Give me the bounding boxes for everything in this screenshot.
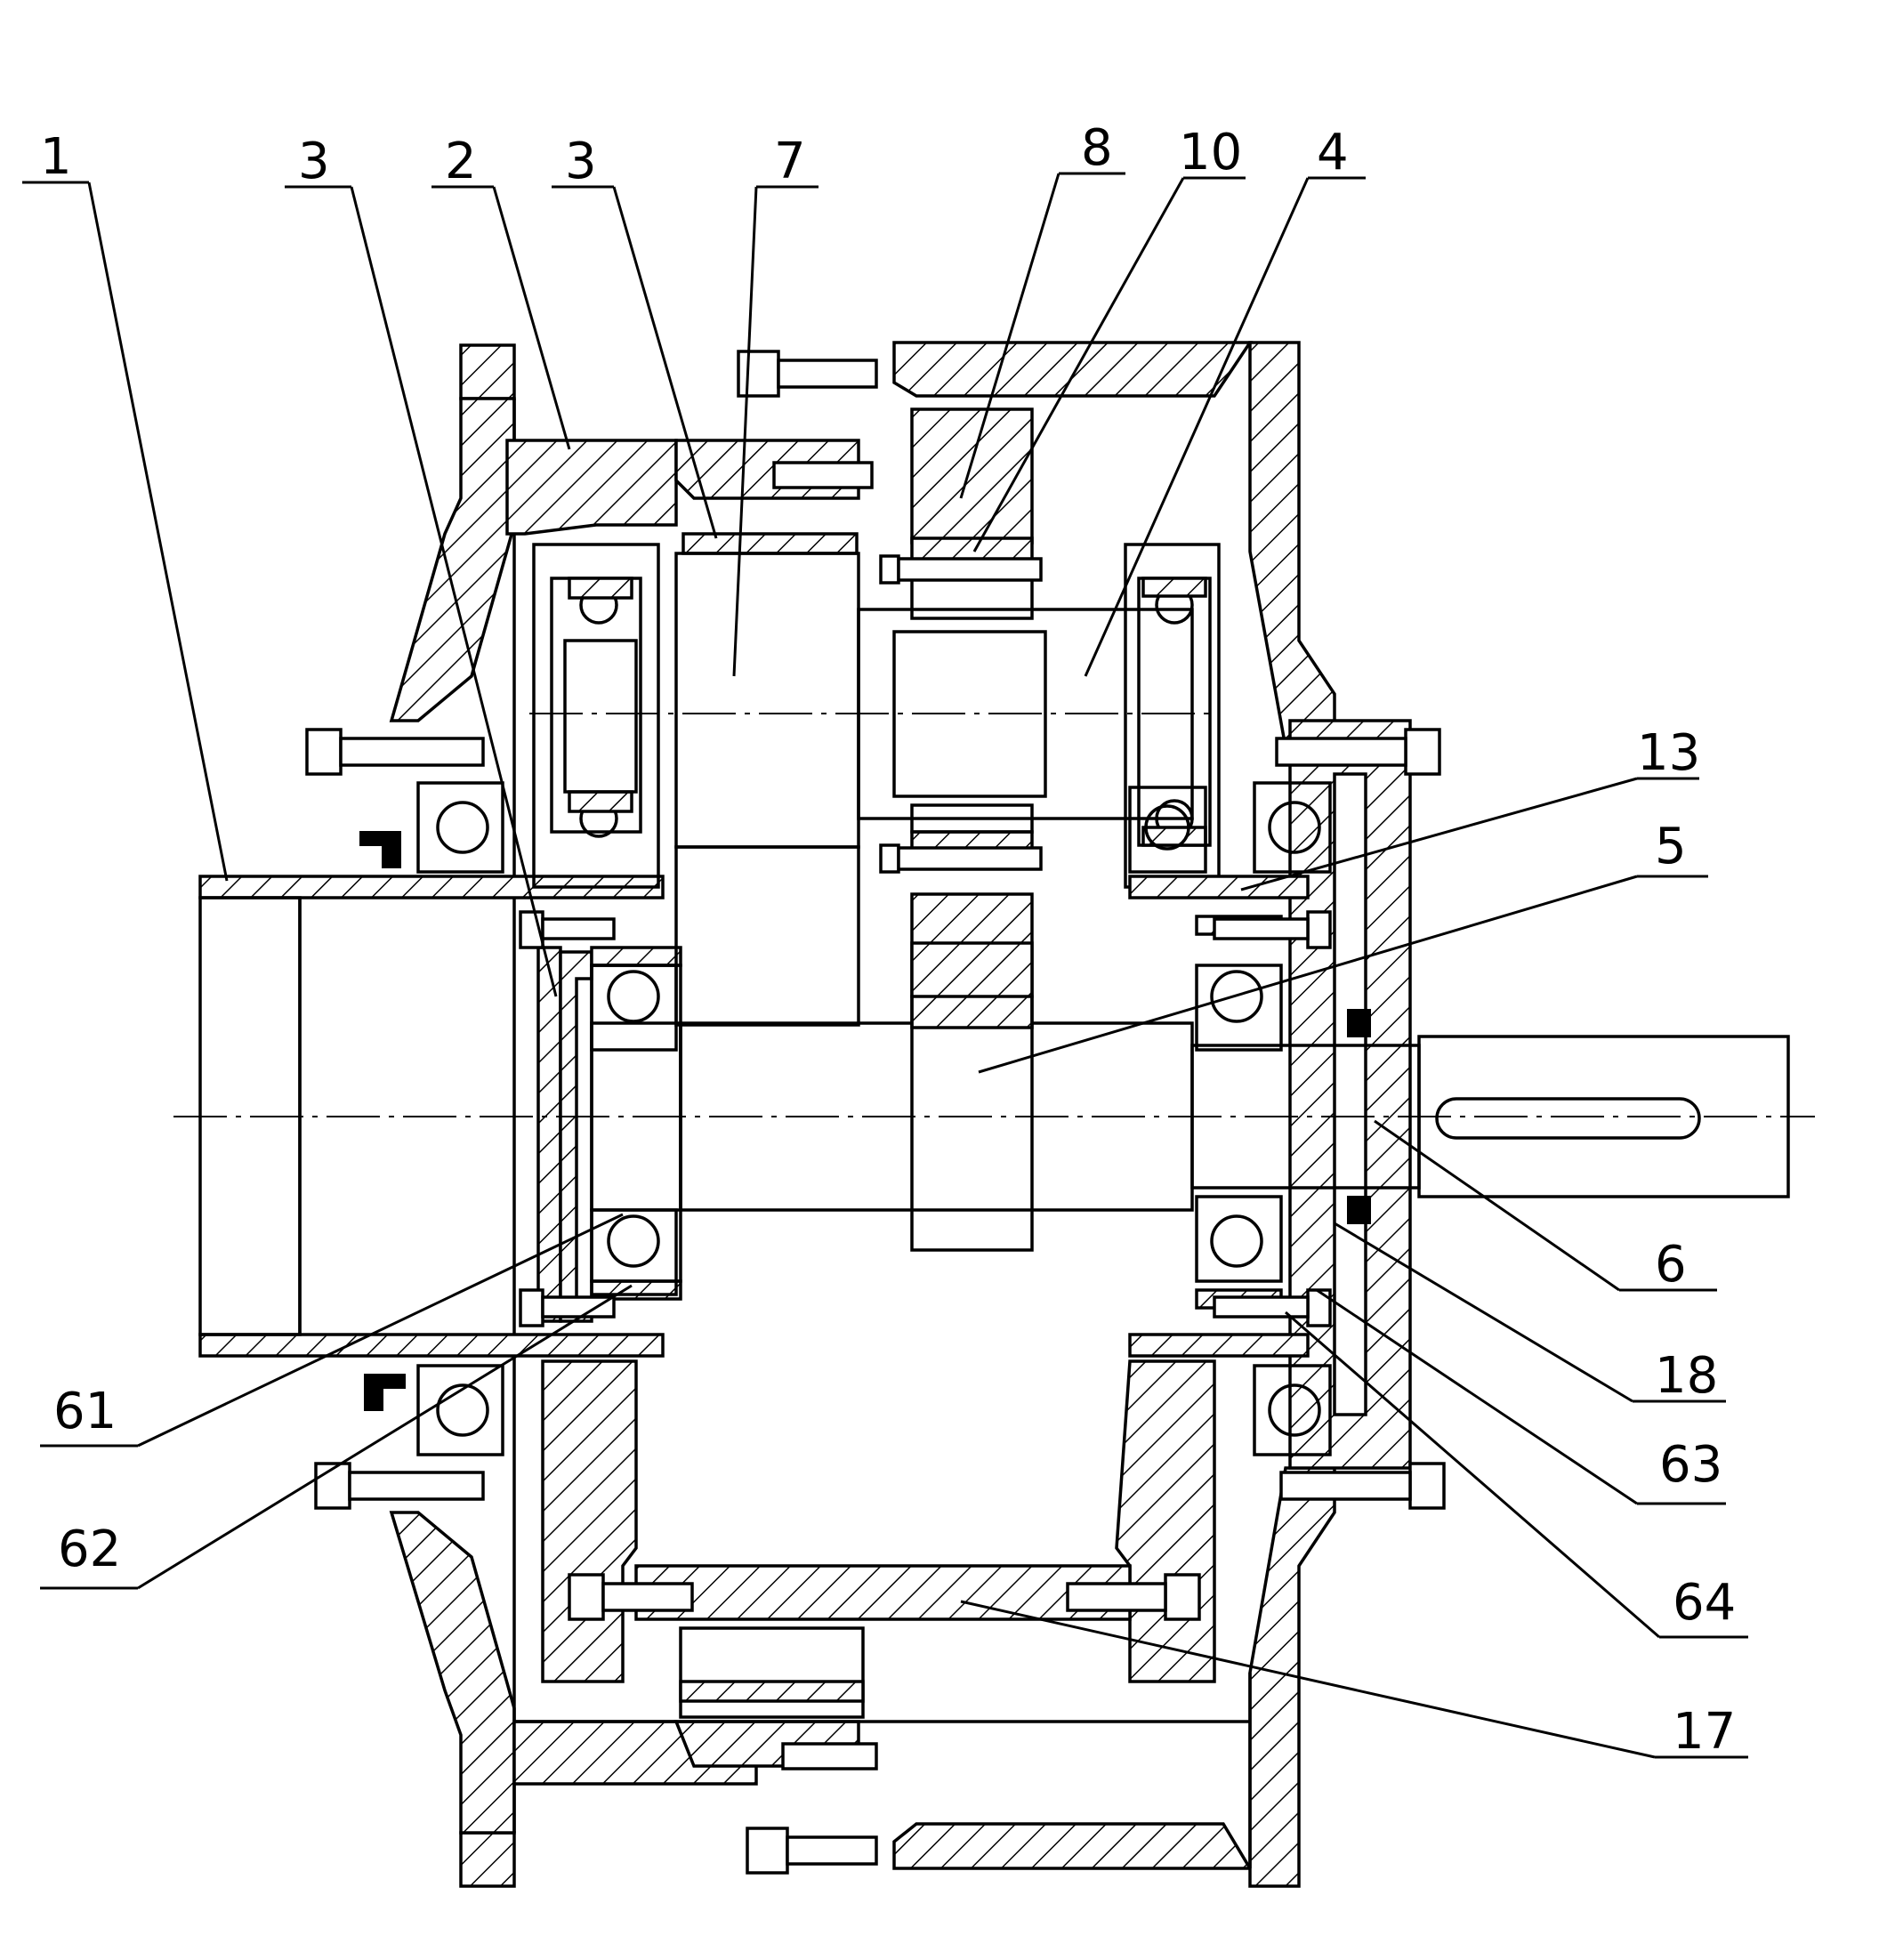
lower-body bbox=[514, 1361, 1250, 1868]
callouts: 1 3 2 3 7 8 10 4 13 5 6 18 bbox=[22, 119, 1748, 1761]
label-3-left: 3 bbox=[298, 133, 330, 190]
label-3-right: 3 bbox=[565, 133, 597, 190]
label-64: 64 bbox=[1673, 1574, 1736, 1632]
label-62: 62 bbox=[58, 1520, 121, 1578]
label-10: 10 bbox=[1179, 124, 1242, 181]
label-7: 7 bbox=[774, 133, 806, 190]
label-2: 2 bbox=[445, 133, 477, 190]
label-13: 13 bbox=[1637, 724, 1700, 782]
label-1: 1 bbox=[40, 128, 72, 186]
label-63: 63 bbox=[1659, 1436, 1722, 1494]
label-61: 61 bbox=[53, 1383, 117, 1440]
label-8: 8 bbox=[1081, 119, 1113, 177]
output-shaft bbox=[592, 943, 1788, 1281]
label-18: 18 bbox=[1655, 1347, 1718, 1405]
label-17: 17 bbox=[1673, 1703, 1736, 1761]
gear-8 bbox=[912, 409, 1032, 996]
label-5: 5 bbox=[1655, 818, 1687, 875]
label-6: 6 bbox=[1655, 1236, 1687, 1294]
label-4: 4 bbox=[1317, 124, 1349, 181]
